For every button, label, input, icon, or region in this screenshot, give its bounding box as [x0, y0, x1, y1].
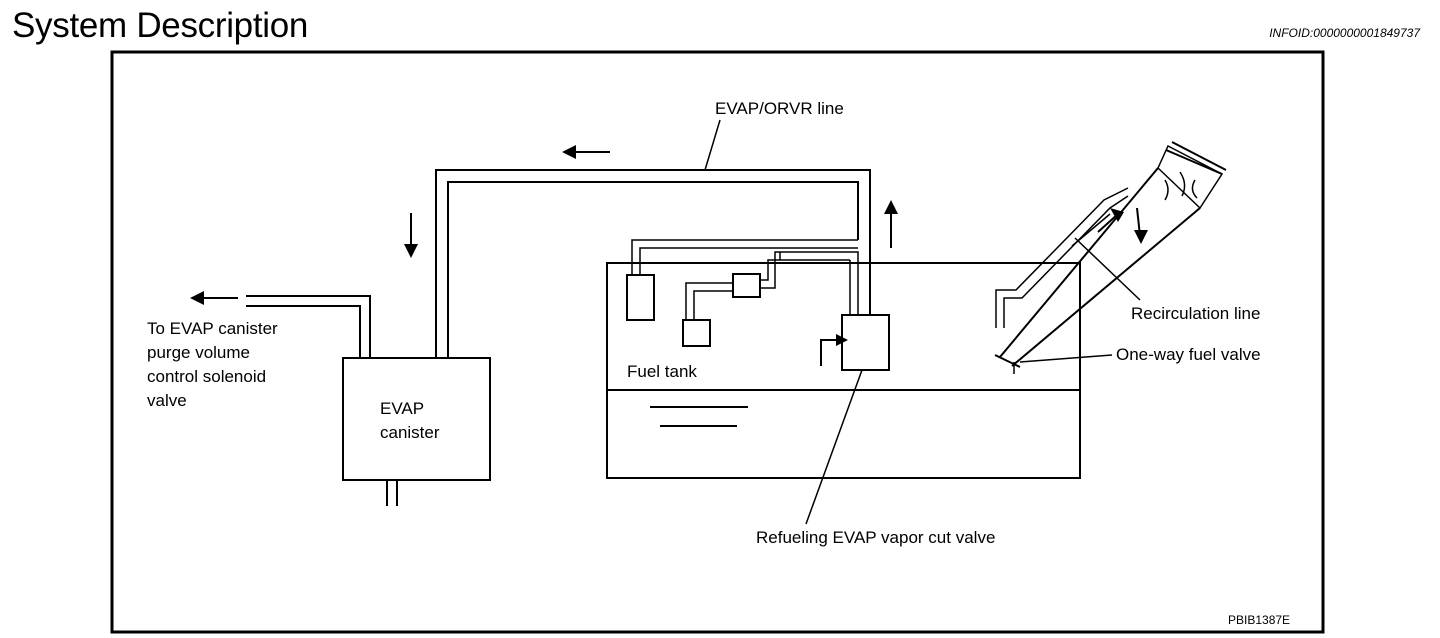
arrow-right-icon	[820, 334, 848, 366]
arrow-up-icon	[884, 200, 898, 248]
arrow-down-icon	[1134, 207, 1148, 244]
to-canister-label: control solenoid	[147, 367, 266, 386]
vent-valve	[682, 319, 711, 347]
recirculation-line-label: Recirculation line	[1131, 304, 1260, 323]
page-title: System Description	[12, 6, 309, 45]
recirculation-line	[995, 187, 1129, 328]
refueling-cut-valve-label: Refueling EVAP vapor cut valve	[756, 528, 995, 547]
evap-canister-label: canister	[380, 423, 440, 442]
to-canister-label: valve	[147, 391, 187, 410]
info-id: INFOID:0000000001849737	[1269, 26, 1420, 40]
recirculation-leader	[1074, 237, 1141, 301]
figure-code: PBIB1387E	[1228, 613, 1290, 627]
purge-line	[246, 295, 371, 358]
filler-tube	[994, 141, 1227, 374]
one-way-fuel-valve-label: One-way fuel valve	[1116, 345, 1261, 364]
arrow-left-icon	[562, 145, 610, 159]
diagram-frame	[110, 50, 1325, 634]
fuel-tank	[606, 262, 1081, 479]
one-way-valve-leader	[1019, 354, 1113, 363]
to-canister-label: To EVAP canister	[147, 319, 278, 338]
tank-vent-piping	[631, 239, 859, 320]
arrow-right-icon	[1097, 208, 1124, 233]
arrow-left-icon	[190, 291, 238, 305]
evap-canister	[342, 357, 491, 481]
evap-orvr-line-label: EVAP/ORVR line	[715, 99, 844, 118]
to-canister-label: purge volume	[147, 343, 250, 362]
evap-orvr-line	[435, 169, 871, 358]
cut-valve-leader	[805, 369, 863, 525]
refueling-cut-valve	[841, 314, 890, 371]
vent-valve	[732, 273, 761, 298]
arrow-down-icon	[404, 213, 418, 258]
evap-canister-label: EVAP	[380, 399, 424, 418]
canister-vent-pipe	[386, 480, 398, 506]
evap-orvr-leader	[704, 119, 721, 171]
vent-valve	[626, 274, 655, 321]
fuel-tank-label: Fuel tank	[627, 362, 697, 381]
